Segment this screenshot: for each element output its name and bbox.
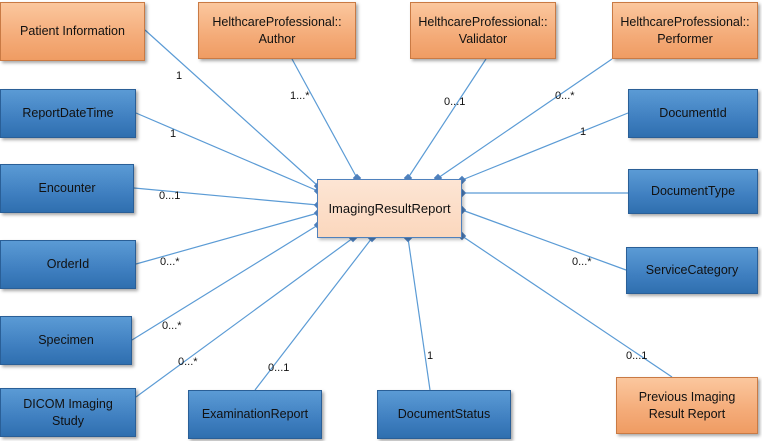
association-line-performer: [437, 58, 613, 179]
class-box-imaging-result-report: ImagingResultReport: [317, 179, 462, 238]
aggregation-diamond-document-type: [457, 188, 467, 198]
multiplicity-label-specimen: 0...*: [162, 320, 182, 332]
aggregation-diamond-document-status: [403, 233, 413, 243]
multiplicity-label-performer: 0...*: [555, 90, 575, 102]
class-box-order-id: OrderId: [0, 240, 136, 289]
aggregation-diamond-author: [352, 173, 362, 183]
class-box-previous-imaging-result-report: Previous Imaging Result Report: [616, 377, 758, 434]
association-line-encounter: [133, 187, 319, 206]
class-box-examination-report: ExaminationReport: [188, 390, 322, 439]
multiplicity-label-report-date-time: 1: [170, 128, 177, 140]
association-line-previous-imaging-result-report: [461, 235, 673, 378]
aggregation-diamond-performer: [433, 173, 443, 183]
multiplicity-label-dicom-imaging-study: 0...*: [178, 356, 198, 368]
association-line-examination-report: [254, 237, 373, 391]
association-line-document-id: [461, 112, 629, 181]
class-box-service-category: ServiceCategory: [626, 247, 758, 294]
multiplicity-label-document-status: 1: [427, 350, 434, 362]
class-box-specimen: Specimen: [0, 316, 132, 365]
class-box-performer: HelthcareProfessional:: Performer: [612, 2, 758, 59]
aggregation-diamond-validator: [403, 173, 413, 183]
association-line-document-status: [407, 237, 431, 391]
class-box-report-date-time: ReportDateTime: [0, 89, 136, 138]
class-box-document-status: DocumentStatus: [377, 390, 511, 439]
association-line-author: [291, 58, 358, 179]
class-box-author: HelthcareProfessional:: Author: [198, 2, 356, 59]
multiplicity-label-validator: 0...1: [444, 96, 466, 108]
association-line-dicom-imaging-study: [135, 237, 354, 398]
multiplicity-label-author: 1...*: [290, 90, 310, 102]
class-box-patient-information: Patient Information: [0, 2, 145, 61]
aggregation-diamond-examination-report: [367, 233, 377, 243]
multiplicity-label-service-category: 0...*: [572, 256, 592, 268]
association-line-service-category: [461, 209, 627, 271]
association-line-patient-information: [144, 29, 319, 187]
aggregation-diamond-document-id: [457, 175, 467, 185]
multiplicity-label-document-id: 1: [580, 126, 587, 138]
class-box-document-id: DocumentId: [628, 89, 758, 138]
class-box-encounter: Encounter: [0, 164, 134, 213]
association-line-report-date-time: [135, 112, 319, 192]
aggregation-diamond-dicom-imaging-study: [348, 233, 358, 243]
multiplicity-label-encounter: 0...1: [159, 190, 181, 202]
aggregation-diamond-service-category: [457, 205, 467, 215]
class-box-document-type: DocumentType: [628, 169, 758, 214]
multiplicity-label-order-id: 0...*: [160, 256, 180, 268]
multiplicity-label-previous-imaging-result-report: 0...1: [626, 350, 648, 362]
association-line-validator: [407, 58, 487, 179]
class-box-dicom-imaging-study: DICOM Imaging Study: [0, 388, 136, 437]
aggregation-diamond-previous-imaging-result-report: [457, 231, 467, 241]
multiplicity-label-patient-information: 1: [176, 70, 183, 82]
multiplicity-label-examination-report: 0...1: [268, 362, 290, 374]
class-box-validator: HelthcareProfessional:: Validator: [410, 2, 556, 59]
association-line-order-id: [135, 212, 319, 265]
association-line-specimen: [131, 224, 319, 341]
